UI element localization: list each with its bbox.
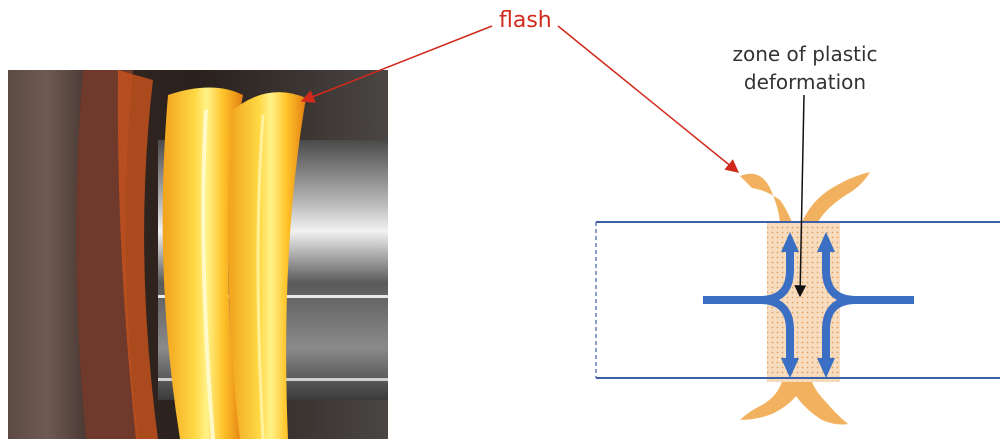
left-flow-arrows [703,248,794,362]
zone-pointer [794,94,807,298]
upper-flash [740,172,870,222]
zone-label-line1: zone of plastic [732,42,878,66]
lower-flash [740,382,848,425]
weld-photo [8,70,388,439]
zone-label-line2: deformation [743,70,867,94]
left-down-arrowhead [781,358,799,378]
flash-callout-left [300,25,493,103]
zone-label: zone of plastic deformation [680,40,930,96]
flash-callout-right [557,25,740,173]
right-up-arrowhead [817,232,835,252]
right-flow-arrows [822,248,914,362]
left-up-arrowhead [781,232,799,252]
right-down-arrowhead [817,358,835,378]
flash-label: flash [499,8,552,33]
weld-photo-drawing [8,70,388,439]
